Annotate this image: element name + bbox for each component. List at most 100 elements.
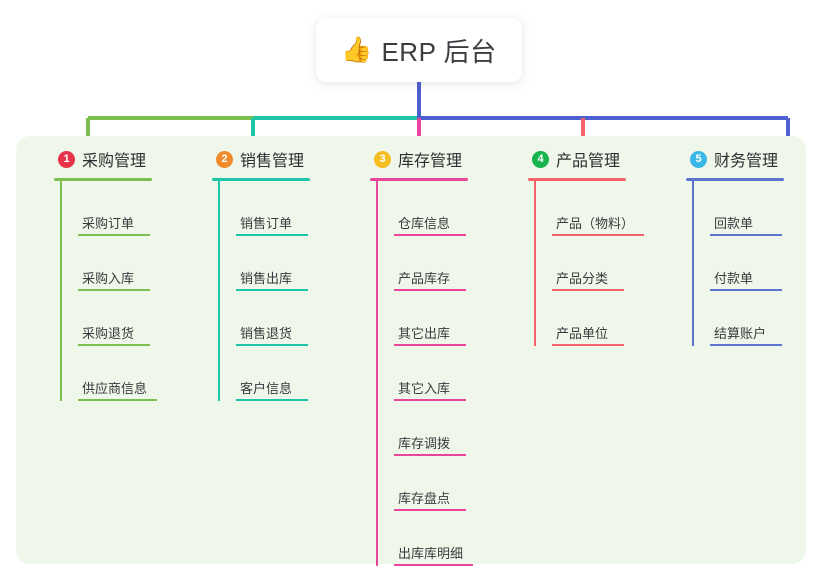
branch-leaf-list: 仓库信息产品库存其它出库其它入库库存调拨库存盘点出库库明细 <box>376 181 504 566</box>
branch-underline <box>686 178 784 181</box>
branch-header[interactable]: 3 库存管理 <box>368 144 504 174</box>
leaf-item[interactable]: 采购退货 <box>78 291 188 346</box>
branch-underline <box>212 178 310 181</box>
branch-number-badge: 4 <box>532 150 549 168</box>
leaf-underline <box>552 234 644 236</box>
leaf-label: 库存调拨 <box>398 436 451 451</box>
branch-leaf-list: 回款单付款单结算账户 <box>692 181 820 346</box>
branch-leaf-list: 销售订单销售出库销售退货客户信息 <box>218 181 346 401</box>
branch-title: 采购管理 <box>82 153 147 170</box>
leaf-item[interactable]: 其它出库 <box>394 291 504 346</box>
branch-number-badge: 5 <box>690 150 707 168</box>
leaf-underline <box>394 234 466 236</box>
leaf-item[interactable]: 客户信息 <box>236 346 346 401</box>
leaf-item[interactable]: 产品（物料） <box>552 181 662 236</box>
leaf-item[interactable]: 库存盘点 <box>394 456 504 511</box>
leaf-item[interactable]: 库存调拨 <box>394 401 504 456</box>
branch-title: 销售管理 <box>240 153 305 170</box>
branch-spine <box>534 181 536 346</box>
leaf-label: 结算账户 <box>714 326 767 341</box>
leaf-underline <box>394 564 473 566</box>
leaf-item[interactable]: 销售出库 <box>236 236 346 291</box>
branch-header[interactable]: 5 财务管理 <box>684 144 820 174</box>
branch-column-库存管理: 3 库存管理仓库信息产品库存其它出库其它入库库存调拨库存盘点出库库明细 <box>346 136 504 566</box>
leaf-underline <box>236 289 308 291</box>
branch-number-badge: 3 <box>374 150 391 168</box>
branch-underline <box>54 178 152 181</box>
branch-title: 库存管理 <box>398 153 463 170</box>
leaf-label: 供应商信息 <box>82 381 148 396</box>
leaf-item[interactable]: 产品分类 <box>552 236 662 291</box>
leaf-underline <box>236 344 308 346</box>
branch-spine <box>218 181 220 401</box>
leaf-label: 销售退货 <box>240 326 293 341</box>
branch-number-badge: 2 <box>216 150 233 168</box>
leaf-label: 付款单 <box>714 271 754 286</box>
leaf-label: 库存盘点 <box>398 491 451 506</box>
leaf-underline <box>236 399 308 401</box>
branch-column-采购管理: 1 采购管理采购订单采购入库采购退货供应商信息 <box>30 136 188 564</box>
leaf-label: 采购入库 <box>82 271 135 286</box>
thumbs-up-icon: 👍 <box>341 35 373 64</box>
branch-number-badge: 1 <box>58 150 75 168</box>
branches-board <box>16 136 806 564</box>
branch-spine <box>376 181 378 566</box>
leaf-item[interactable]: 销售订单 <box>236 181 346 236</box>
leaf-underline <box>78 234 150 236</box>
leaf-item[interactable]: 产品单位 <box>552 291 662 346</box>
leaf-label: 销售订单 <box>240 216 293 231</box>
branch-column-财务管理: 5 财务管理回款单付款单结算账户 <box>662 136 820 564</box>
leaf-item[interactable]: 付款单 <box>710 236 820 291</box>
leaf-underline <box>394 509 466 511</box>
leaf-item[interactable]: 回款单 <box>710 181 820 236</box>
branch-leaf-list: 采购订单采购入库采购退货供应商信息 <box>60 181 188 401</box>
leaf-label: 回款单 <box>714 216 754 231</box>
leaf-underline <box>236 234 308 236</box>
branch-spine <box>60 181 62 401</box>
leaf-item[interactable]: 供应商信息 <box>78 346 188 401</box>
leaf-underline <box>78 399 157 401</box>
leaf-label: 其它入库 <box>398 381 451 396</box>
leaf-item[interactable]: 仓库信息 <box>394 181 504 236</box>
leaf-underline <box>710 289 782 291</box>
leaf-underline <box>394 399 466 401</box>
leaf-label: 销售出库 <box>240 271 293 286</box>
leaf-underline <box>394 454 466 456</box>
leaf-label: 出库库明细 <box>398 546 464 561</box>
branch-underline <box>370 178 468 181</box>
leaf-label: 产品单位 <box>556 326 609 341</box>
branch-columns: 1 采购管理采购订单采购入库采购退货供应商信息 2 销售管理销售订单销售出库销售退货客… <box>16 136 806 566</box>
branch-column-销售管理: 2 销售管理销售订单销售出库销售退货客户信息 <box>188 136 346 564</box>
leaf-item[interactable]: 采购订单 <box>78 181 188 236</box>
leaf-label: 其它出库 <box>398 326 451 341</box>
branch-title: 财务管理 <box>714 153 779 170</box>
leaf-item[interactable]: 其它入库 <box>394 346 504 401</box>
leaf-label: 产品库存 <box>398 271 451 286</box>
branch-leaf-list: 产品（物料） 产品分类产品单位 <box>534 181 662 346</box>
leaf-item[interactable]: 结算账户 <box>710 291 820 346</box>
leaf-item[interactable]: 出库库明细 <box>394 511 504 566</box>
root-title: ERP 后台 <box>381 36 497 67</box>
leaf-underline <box>78 289 150 291</box>
leaf-underline <box>394 289 466 291</box>
branch-header[interactable]: 2 销售管理 <box>210 144 346 174</box>
leaf-underline <box>710 344 782 346</box>
leaf-underline <box>552 344 624 346</box>
leaf-item[interactable]: 销售退货 <box>236 291 346 346</box>
branch-underline <box>528 178 626 181</box>
branch-spine <box>692 181 694 346</box>
leaf-underline <box>78 344 150 346</box>
leaf-underline <box>394 344 466 346</box>
leaf-label: 采购退货 <box>82 326 135 341</box>
leaf-item[interactable]: 采购入库 <box>78 236 188 291</box>
leaf-label: 仓库信息 <box>398 216 451 231</box>
leaf-label: 产品（物料） <box>556 216 635 231</box>
branch-header[interactable]: 1 采购管理 <box>52 144 188 174</box>
root-node[interactable]: 👍 ERP 后台 <box>316 18 522 82</box>
leaf-underline <box>552 289 624 291</box>
leaf-underline <box>710 234 782 236</box>
leaf-item[interactable]: 产品库存 <box>394 236 504 291</box>
